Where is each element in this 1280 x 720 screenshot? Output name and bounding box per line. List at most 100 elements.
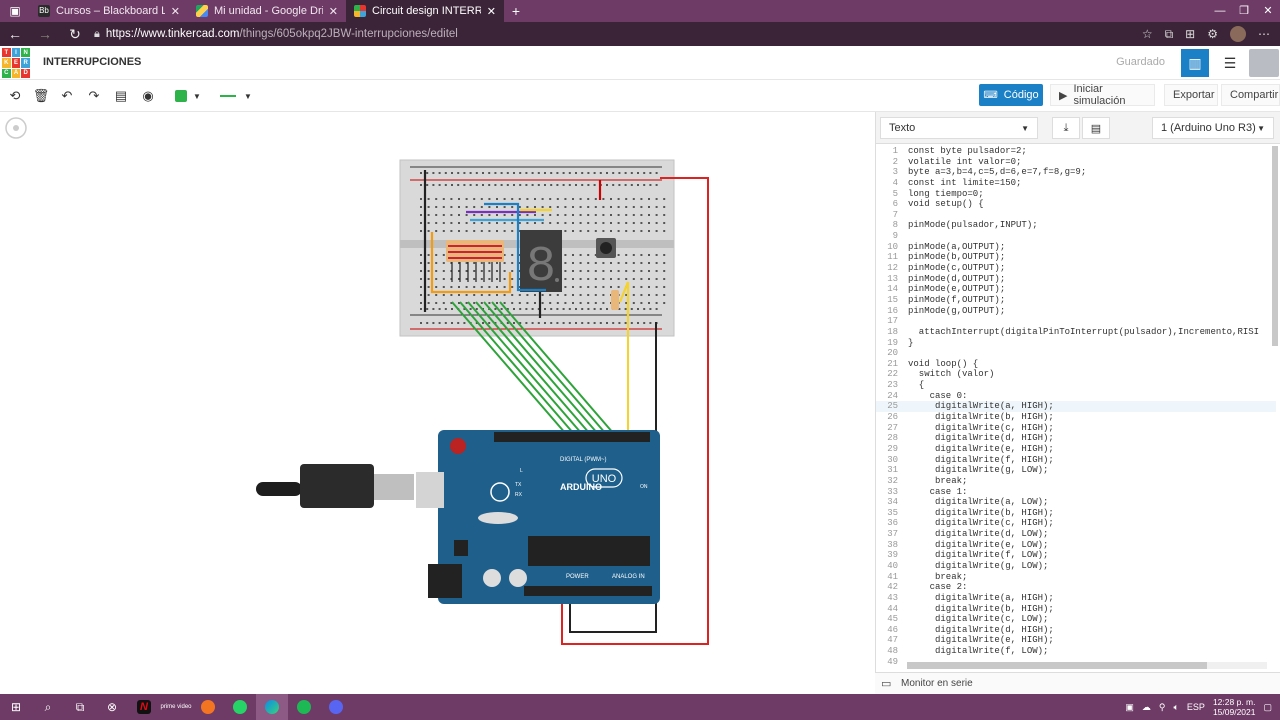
network-icon[interactable]: ⚲ [1158, 701, 1166, 712]
whatsapp-icon[interactable] [224, 694, 256, 720]
edge-icon[interactable] [256, 694, 288, 720]
maximize-icon[interactable]: ❐ [1239, 5, 1249, 17]
read-aloud-icon[interactable]: ☆ [1141, 27, 1153, 41]
code-line[interactable]: 26 digitalWrite(b, HIGH); [876, 412, 1276, 423]
language-indicator[interactable]: ESP [1186, 702, 1205, 712]
crunchyroll-icon[interactable] [192, 694, 224, 720]
fit-view-icon[interactable] [5, 117, 27, 139]
code-line[interactable]: 33 case 1: [876, 487, 1276, 498]
profile-avatar[interactable] [1230, 26, 1246, 42]
code-line[interactable]: 34 digitalWrite(a, LOW); [876, 497, 1276, 508]
onedrive-icon[interactable]: ☁ [1141, 701, 1151, 712]
code-line[interactable]: 31 digitalWrite(g, LOW); [876, 465, 1276, 476]
xbox-icon[interactable]: ⊗ [106, 700, 118, 714]
close-tab-icon[interactable]: ✕ [486, 5, 496, 18]
code-line[interactable]: 49 [876, 657, 1276, 668]
code-line[interactable]: 25 digitalWrite(a, HIGH); [876, 401, 1276, 413]
circuit-svg[interactable]: 8 [0, 112, 875, 694]
component-list-button[interactable]: ☰ [1216, 49, 1244, 77]
tab-tinkercad[interactable]: Circuit design INTERRUPCIONES ✕ [346, 0, 504, 22]
minimize-icon[interactable]: — [1214, 5, 1226, 17]
delete-icon[interactable]: 🗑︎ [32, 88, 50, 103]
reload-icon[interactable]: ↻ [69, 25, 81, 42]
arduino-uno[interactable]: ARDUINO UNO DIGITAL (PWM~) POWER ANALOG … [416, 430, 660, 604]
windows-start-icon[interactable]: ⊞ [10, 700, 22, 714]
usb-cable[interactable] [256, 464, 414, 508]
clock[interactable]: 12:28 p. m. 15/09/2021 [1213, 697, 1256, 717]
task-view-icon[interactable]: ⧉ [75, 699, 85, 714]
code-line[interactable]: 27 digitalWrite(c, HIGH); [876, 423, 1276, 434]
new-tab-icon[interactable]: + [511, 3, 521, 19]
tab-actions-icon[interactable]: ▣ [9, 4, 21, 18]
tab-blackboard[interactable]: Bb Cursos – Blackboard Learn ✕ [30, 0, 188, 22]
code-line[interactable]: 37 digitalWrite(d, LOW); [876, 529, 1276, 540]
circuit-view-button[interactable]: ▥ [1181, 49, 1209, 77]
close-tab-icon[interactable]: ✕ [170, 5, 180, 18]
prime-video-icon[interactable]: prime video [160, 694, 192, 720]
start-simulation-button[interactable]: ▶ Iniciar simulación [1050, 83, 1155, 107]
code-line[interactable]: 28 digitalWrite(d, HIGH); [876, 433, 1276, 444]
code-line[interactable]: 41 break; [876, 572, 1276, 583]
code-line[interactable]: 48 digitalWrite(f, LOW); [876, 646, 1276, 657]
notifications-icon[interactable]: ▢ [1263, 701, 1272, 712]
netflix-icon[interactable]: N [128, 694, 160, 720]
code-line[interactable]: 7 [876, 210, 1276, 221]
rotate-icon[interactable]: ⟲ [9, 88, 21, 103]
code-line[interactable]: 24 case 0: [876, 391, 1276, 402]
code-line[interactable]: 19} [876, 338, 1276, 349]
code-line[interactable]: 30 digitalWrite(f, HIGH); [876, 455, 1276, 466]
code-line[interactable]: 45 digitalWrite(c, LOW); [876, 614, 1276, 625]
close-tab-icon[interactable]: ✕ [328, 5, 338, 18]
url-field[interactable]: https://www.tinkercad.com/things/605okpq… [106, 28, 458, 40]
code-line[interactable]: 46 digitalWrite(d, HIGH); [876, 625, 1276, 636]
code-line[interactable]: 32 break; [876, 476, 1276, 487]
tab-google-drive[interactable]: Mi unidad - Google Drive ✕ [188, 0, 346, 22]
code-line[interactable]: 43 digitalWrite(a, HIGH); [876, 593, 1276, 604]
code-line[interactable]: 29 digitalWrite(e, HIGH); [876, 444, 1276, 455]
code-mode-select[interactable]: Texto ▼ [880, 117, 1038, 139]
search-icon[interactable]: ⌕ [44, 699, 52, 714]
device-select[interactable]: 1 (Arduino Uno R3) ▼ [1152, 117, 1274, 139]
lock-icon[interactable]: 🔒︎ [94, 27, 100, 40]
settings-icon[interactable]: ⚙ [1207, 27, 1218, 41]
code-line[interactable]: 42 case 2: [876, 582, 1276, 593]
code-line[interactable]: 39 digitalWrite(f, LOW); [876, 550, 1276, 561]
undo-icon[interactable]: ↶ [61, 88, 73, 103]
circuit-canvas[interactable]: 8 [0, 112, 875, 694]
wire-type-picker[interactable]: ▼ [216, 86, 256, 106]
code-line[interactable]: 20 [876, 348, 1276, 359]
code-horizontal-scrollbar[interactable] [907, 662, 1267, 669]
code-line[interactable]: 17 [876, 316, 1276, 327]
wire-color-picker[interactable]: ▼ [170, 86, 206, 106]
pushbutton[interactable] [596, 238, 616, 258]
code-line[interactable]: 9 [876, 231, 1276, 242]
more-icon[interactable]: ⋯ [1258, 27, 1270, 41]
seven-segment-display[interactable]: 8 [520, 230, 562, 296]
pulldown-resistor[interactable] [611, 290, 619, 310]
discord-icon[interactable] [320, 694, 352, 720]
extensions-icon[interactable]: ⧉ [1164, 26, 1174, 41]
code-line[interactable]: 47 digitalWrite(e, HIGH); [876, 635, 1276, 646]
code-line[interactable]: 22 switch (valor) [876, 369, 1276, 380]
project-title[interactable]: INTERRUPCIONES [43, 56, 142, 68]
forward-icon[interactable]: → [38, 26, 52, 42]
code-vertical-scrollbar[interactable] [1272, 146, 1278, 656]
code-line[interactable]: 35 digitalWrite(b, HIGH); [876, 508, 1276, 519]
tinkercad-logo[interactable]: T I N K E R C A D [2, 48, 30, 78]
share-button[interactable]: Compartir [1221, 84, 1280, 106]
code-line[interactable]: 18 attachInterrupt(digitalPinToInterrupt… [876, 327, 1276, 338]
redo-icon[interactable]: ↷ [88, 88, 100, 103]
resistor-array[interactable] [446, 240, 504, 282]
